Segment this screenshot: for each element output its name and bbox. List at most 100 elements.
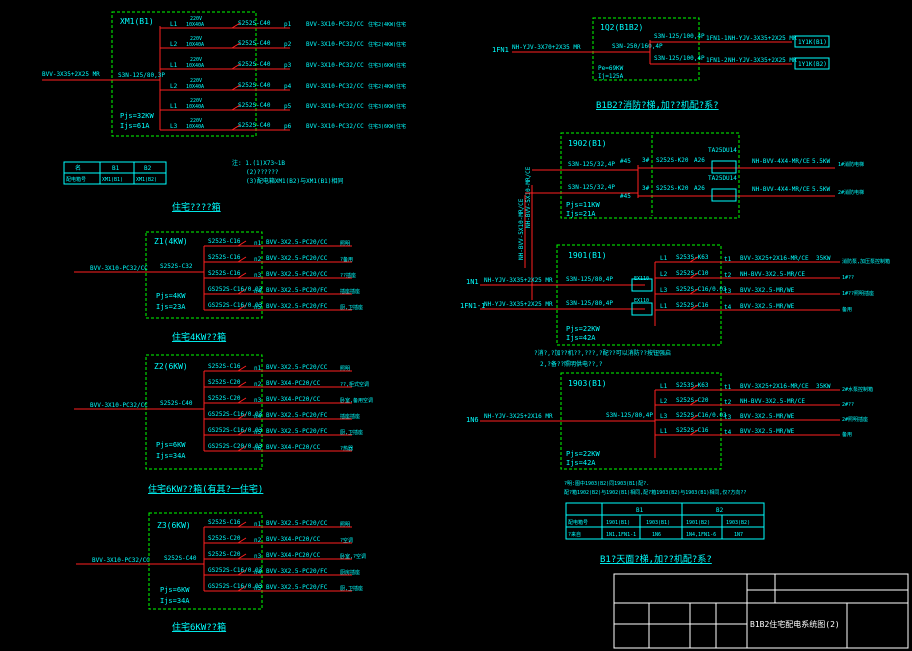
- 1q2-out-breaker: S3N-125/100,4P: [654, 55, 705, 62]
- 1903-name: 1903(B1): [568, 379, 607, 388]
- 1902-box: [560, 132, 740, 219]
- panel-z3[interactable]: Z3(6KW) BVV-3X10-PC32/CC S252S-C40 Pjs=6…: [76, 512, 366, 633]
- notes-low: ?明:图中1903(B2)同1903(B1)配?. 配?箱1902(B2)与19…: [564, 480, 746, 496]
- q901-breaker: S252S-C10: [676, 270, 709, 277]
- b-table-cell: ?来自: [568, 531, 581, 538]
- z2-load: 厨,卫插座: [340, 429, 363, 436]
- z3-pjs: Pjs=6KW: [160, 586, 190, 594]
- q903-circuit-id: t1: [724, 384, 732, 391]
- z3-box: [148, 512, 263, 610]
- z1-load: 厨,卫插座: [340, 304, 363, 311]
- panel-1901[interactable]: 1901(B1) 1N1 1FN1-1 NH-YJV-3X35+2X25 MR …: [460, 244, 890, 346]
- q903-load: 2#水泵控制箱: [842, 386, 873, 393]
- xm1-breaker: S252S-C40: [238, 82, 271, 89]
- xm1-breaker: S252S-C40: [238, 61, 271, 68]
- xm1-rating: 220V: [190, 36, 202, 42]
- xm1-circuit-id: p3: [284, 62, 292, 69]
- switch-contact: [237, 569, 247, 576]
- q901-breaker: S252S-C16: [676, 302, 709, 309]
- z1-box: [145, 231, 263, 319]
- z3-load: 卧室,?空调: [340, 553, 366, 560]
- 1901-ats: [631, 302, 653, 316]
- 1902-pjs: Pjs=11KW: [566, 201, 601, 209]
- z2-name: Z2(6KW): [154, 362, 188, 371]
- z2-main-breaker: S252S-C40: [160, 400, 193, 407]
- z2-circuit-id: n6: [254, 445, 262, 452]
- b-table-cell: 1903(B2): [726, 520, 750, 526]
- 1q2-out-breaker: S3N-125/100,4P: [654, 33, 705, 40]
- switch-contact: [237, 272, 247, 279]
- b-table-cell: 1901(B1): [606, 520, 630, 526]
- z2-ijs: Ijs=34A: [156, 452, 186, 460]
- 1901-from: 1FN1-1: [460, 302, 485, 310]
- 1q2-out-cable: NH-YJV-3X35+2X25 MR: [728, 57, 797, 64]
- xm1-incoming-cable: BVV-3X35+2X25 MR: [42, 71, 100, 78]
- switch-contact: [237, 397, 247, 404]
- z3-breaker: S252S-C20: [208, 551, 241, 558]
- z1-cable: BVV-3X2.5-PC20/CC: [266, 239, 328, 246]
- q901-breaker: S253S-K63: [676, 254, 709, 261]
- 1q2-incoming-cable: NH-YJV-3X70+2X35 MR: [512, 44, 581, 51]
- panel-1903[interactable]: 1903(B1) 1N6 NH-YJV-3X25+2X16 MR S3N-125…: [466, 372, 873, 470]
- q903-cable: BVV-3X2.5-MR/WE: [740, 428, 795, 435]
- switch-contact: [237, 585, 247, 592]
- panel-1q2[interactable]: 1Q2(B1B2) 1FN1 NH-YJV-3X70+2X35 MR S3N-2…: [492, 17, 830, 111]
- xm1-pjs: Pjs=32KW: [120, 112, 155, 120]
- 1901-in-breaker: S3N-125/80,4P: [566, 276, 613, 283]
- switch-contact: [237, 240, 247, 247]
- 1q2-pe: Pe=69KW: [598, 65, 624, 72]
- 1901-pjs: Pjs=22KW: [566, 325, 601, 333]
- note-line: 配?箱1902(B2)与1902(B1)相同,配?箱1903(B2)与1903(…: [564, 489, 746, 496]
- z2-cable: BVV-3X2.5-PC20/FC: [266, 412, 328, 419]
- z3-ijs: Ijs=34A: [160, 597, 190, 605]
- q901-phase: L3: [660, 287, 668, 294]
- panel-z1[interactable]: Z1(4KW) BVV-3X10-PC32/CC S252S-C32 Pjs=4…: [74, 231, 363, 343]
- switch-contact: [689, 256, 699, 263]
- 1q2-caption: B1B2?消防?梯,加??机配?系?: [596, 99, 719, 111]
- z3-cable: BVV-3X4-PC20/CC: [266, 552, 321, 559]
- z2-pjs: Pjs=6KW: [156, 441, 186, 449]
- note-line: 注: 1.(1)X73~1B: [232, 159, 285, 167]
- z2-circuit-id: n3: [254, 397, 262, 404]
- 1902-phase: 3#: [642, 157, 650, 164]
- 1902-out-breaker: S252S-K20: [656, 157, 689, 164]
- z2-breaker: S252S-C20: [208, 379, 241, 386]
- 1q2-out-circuit: 1FN1-1: [706, 35, 728, 42]
- q901-load: 1#??: [842, 275, 854, 281]
- notes-top: 注: 1.(1)X73~1B (2)?????? (3)配电箱XM1(B2)与X…: [232, 159, 343, 185]
- panel-z2[interactable]: Z2(6KW) BVV-3X10-PC32/CC S252S-C40 Pjs=6…: [74, 354, 373, 495]
- z1-cable: BVV-3X2.5-PC20/FC: [266, 303, 328, 310]
- xm1-phase: L3: [170, 123, 178, 130]
- xm1-cable: BVV-3X10-PC32/CC: [306, 62, 364, 69]
- panel-xm1[interactable]: XM1(B1) BVV-3X35+2X25 MR S3N-125/80,3P P…: [42, 11, 406, 213]
- q903-load: 备用: [842, 431, 852, 438]
- xm1-rating: 220V: [190, 78, 202, 84]
- 1902-device: TA25DU14: [708, 147, 737, 154]
- z3-load: 厨房插座: [340, 569, 360, 576]
- panel-1902[interactable]: 1902(B1) NH-BVV-5X10-MR/CE NH-BVV-5X10-M…: [518, 132, 864, 300]
- z2-load: 卧室,备用空调: [340, 397, 373, 404]
- 1902-amps: A26: [694, 157, 705, 164]
- xm1-circuit-id: p5: [284, 103, 292, 110]
- z2-circuit-id: n2: [254, 381, 262, 388]
- 1901-box: [556, 244, 722, 346]
- switch-contact: [689, 429, 699, 436]
- xm1-phase: L1: [170, 21, 178, 28]
- q903-breaker: S252S-C16: [676, 427, 709, 434]
- z1-load: 照明: [340, 241, 350, 247]
- xm1-rating: 10X40A: [186, 42, 204, 48]
- 1q2-name: 1Q2(B1B2): [600, 23, 643, 32]
- z3-cable: BVV-3X2.5-PC20/CC: [266, 520, 328, 527]
- xm-table-cell: B1: [112, 165, 120, 172]
- q901-cable: BVV-3X2.5-MR/WE: [740, 303, 795, 310]
- xm1-cable: BVV-3X10-PC32/CC: [306, 21, 364, 28]
- switch-contact: [237, 413, 247, 420]
- 1902-out-cable: NH-BVV-4X4-MR/CE: [752, 186, 810, 193]
- xm1-caption: 住宅????箱: [172, 201, 221, 213]
- z2-breaker: S252S-C16: [208, 363, 241, 370]
- b-table-header: B1: [636, 507, 644, 514]
